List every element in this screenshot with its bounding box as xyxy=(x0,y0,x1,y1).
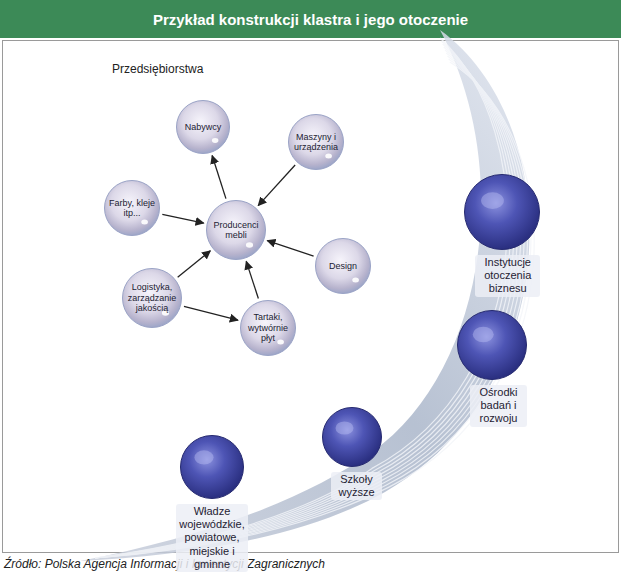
institution-sphere: Szkoły wyższe xyxy=(322,407,382,500)
company-bubble: Maszyny i urządzenia xyxy=(288,114,344,170)
sphere-shape xyxy=(180,435,244,499)
node-text: Nabywcy xyxy=(181,122,225,132)
company-bubble: Nabywcy xyxy=(176,100,230,154)
company-bubble: Producenci mebli xyxy=(206,200,266,260)
node-text: Instytucje otoczenia biznesu xyxy=(475,255,540,297)
title-bar xyxy=(0,0,621,38)
sphere-shape xyxy=(464,174,540,250)
sphere-shape xyxy=(457,310,527,380)
sphere-shape xyxy=(322,407,382,467)
arrow-connector xyxy=(162,214,203,223)
node-text: Ośrodki badań i rozwoju xyxy=(470,385,527,427)
caption: Źródło: Polska Agencja Informacji i Inwe… xyxy=(4,557,325,571)
frame xyxy=(3,41,619,553)
swoosh xyxy=(80,30,534,561)
node-text: Farby, kleje itp... xyxy=(109,198,155,219)
title: Przykład konstrukcji klastra i jego otoc… xyxy=(153,11,468,28)
node-text: Producenci mebli xyxy=(211,220,261,241)
arrow-connector xyxy=(246,261,258,298)
node-text: Władze wojewódzkie, powiatowe, miejskie … xyxy=(176,504,247,572)
arrow-connector xyxy=(267,241,313,257)
node-text: Szkoły wyższe xyxy=(331,472,382,500)
node-text: Logistyka, zarządzanie jakością xyxy=(127,282,177,313)
institution-sphere: Ośrodki badań i rozwoju xyxy=(457,310,527,427)
node-text: Maszyny i urządzenia xyxy=(293,132,339,153)
arrow-connector xyxy=(258,165,295,206)
company-bubble: Design xyxy=(315,238,371,294)
node-text: Design xyxy=(320,261,366,271)
arrow-connector xyxy=(184,306,238,320)
institution-sphere: Instytucje otoczenia biznesu xyxy=(464,174,540,297)
company-bubble: Logistyka, zarządzanie jakością xyxy=(122,268,182,328)
group-label: Przedsiębiorstwa xyxy=(112,62,203,76)
arrow-connector xyxy=(212,156,226,199)
arrow-connector xyxy=(178,251,211,277)
node-text: Tartaki, wytwórnie płyt xyxy=(245,312,291,343)
company-bubble: Tartaki, wytwórnie płyt xyxy=(240,300,296,356)
company-bubble: Farby, kleje itp... xyxy=(104,180,160,236)
institution-sphere: Władze wojewódzkie, powiatowe, miejskie … xyxy=(176,435,247,572)
